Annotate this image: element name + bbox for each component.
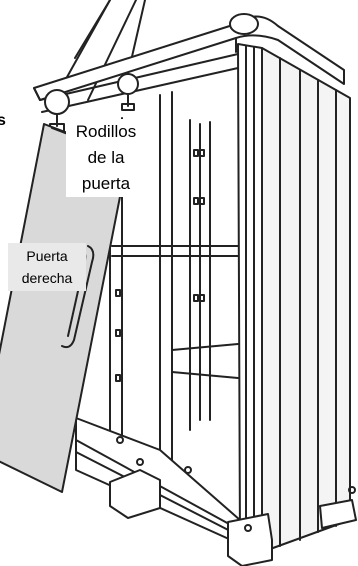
right-door-label-line: Puerta <box>26 248 68 264</box>
door-rollers-label: Rodillos de la puerta <box>66 119 146 197</box>
door-rollers-label-line: Rodillos <box>75 122 137 141</box>
shed-base <box>75 417 357 566</box>
door-rollers-label-line: puerta <box>81 174 131 193</box>
shed-side-panel <box>261 47 351 553</box>
door-rollers <box>44 73 139 133</box>
right-door-label: Puerta derecha <box>8 243 86 291</box>
cropped-label-fragment: s <box>0 112 6 129</box>
shed-front-frame <box>39 43 263 553</box>
shed-roof <box>33 13 345 101</box>
right-door-label-line: derecha <box>21 270 73 286</box>
door-rollers-label-line: de la <box>87 148 125 167</box>
